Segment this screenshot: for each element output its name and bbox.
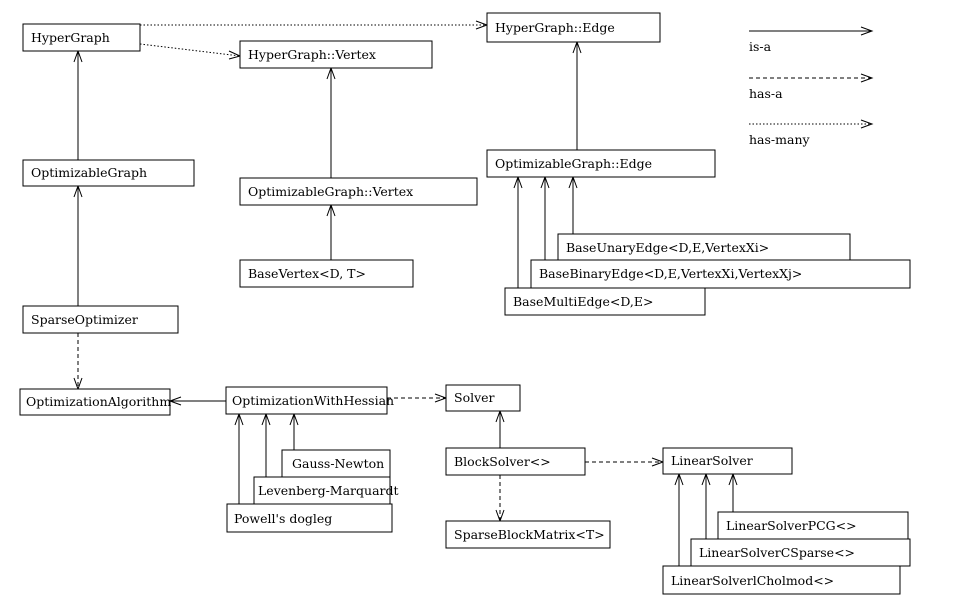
- node-label: BaseVertex<D, T>: [248, 266, 366, 281]
- node-label: BaseMultiEdge<D,E>: [513, 294, 653, 309]
- node-linear-solver-pcg[interactable]: LinearSolverPCG<>: [717, 511, 909, 540]
- node-label: OptimizableGraph: [31, 165, 147, 180]
- node-label: LinearSolverlCholmod<>: [671, 573, 834, 588]
- node-sparse-block-matrix[interactable]: SparseBlockMatrix<T>: [445, 520, 611, 549]
- node-linear-solver-cholmod[interactable]: LinearSolverlCholmod<>: [662, 565, 901, 595]
- node-label: Powell's dogleg: [234, 511, 332, 526]
- link-hypergraph-has-many-vertex: [139, 43, 241, 57]
- legend-has-a-label: has-a: [749, 86, 783, 101]
- legend: is-a has-a has-many: [749, 26, 874, 147]
- node-label: OptimizableGraph::Vertex: [248, 184, 413, 199]
- node-label: OptimizableGraph::Edge: [495, 156, 652, 171]
- node-optimizable-graph-edge[interactable]: OptimizableGraph::Edge: [486, 149, 716, 178]
- node-base-unary-edge[interactable]: BaseUnaryEdge<D,E,VertexXi>: [557, 233, 851, 262]
- node-label: HyperGraph::Edge: [495, 20, 615, 35]
- connectors: [73, 20, 738, 566]
- node-block-solver[interactable]: BlockSolver<>: [445, 447, 586, 476]
- node-linear-solver-csparse[interactable]: LinearSolverCSparse<>: [690, 538, 911, 567]
- node-label: LinearSolver: [671, 453, 753, 468]
- node-label: SparseBlockMatrix<T>: [454, 527, 605, 542]
- node-label: Gauss-Newton: [292, 456, 384, 471]
- node-gauss-newton[interactable]: Gauss-Newton: [281, 449, 391, 478]
- arrowhead: [475, 20, 489, 30]
- legend-has-many-label: has-many: [749, 132, 810, 147]
- node-label: BaseUnaryEdge<D,E,VertexXi>: [566, 240, 769, 255]
- node-optimization-algorithm[interactable]: OptimizationAlgorithm: [19, 388, 171, 416]
- node-label: Solver: [454, 390, 495, 405]
- node-hypergraph-edge[interactable]: HyperGraph::Edge: [486, 12, 661, 43]
- node-label: SparseOptimizer: [31, 312, 138, 327]
- arrowhead: [860, 119, 874, 129]
- node-optimizable-graph-vertex[interactable]: OptimizableGraph::Vertex: [239, 177, 478, 206]
- node-linear-solver[interactable]: LinearSolver: [662, 447, 793, 475]
- node-label: Levenberg-Marquardt: [258, 483, 399, 498]
- node-powells-dogleg[interactable]: Powell's dogleg: [226, 503, 393, 533]
- node-label: HyperGraph: [31, 30, 110, 45]
- node-base-binary-edge[interactable]: BaseBinaryEdge<D,E,VertexXi,VertexXj>: [530, 259, 911, 289]
- node-optimizable-graph[interactable]: OptimizableGraph: [22, 159, 195, 187]
- node-label: BaseBinaryEdge<D,E,VertexXi,VertexXj>: [539, 266, 802, 281]
- node-label: HyperGraph::Vertex: [248, 47, 376, 62]
- node-label: LinearSolverPCG<>: [726, 518, 857, 533]
- node-label: OptimizationWithHessian: [232, 393, 394, 408]
- node-label: OptimizationAlgorithm: [26, 394, 171, 409]
- node-optimization-with-hessian[interactable]: OptimizationWithHessian: [225, 386, 394, 415]
- node-label: BlockSolver<>: [454, 454, 551, 469]
- node-solver[interactable]: Solver: [445, 384, 521, 412]
- node-base-multi-edge[interactable]: BaseMultiEdge<D,E>: [504, 287, 706, 316]
- node-hypergraph[interactable]: HyperGraph: [22, 23, 141, 52]
- node-hypergraph-vertex[interactable]: HyperGraph::Vertex: [239, 40, 433, 69]
- node-sparse-optimizer[interactable]: SparseOptimizer: [22, 305, 179, 334]
- node-label: LinearSolverCSparse<>: [699, 545, 855, 560]
- node-levenberg-marquardt[interactable]: Levenberg-Marquardt: [253, 476, 399, 505]
- node-base-vertex[interactable]: BaseVertex<D, T>: [239, 259, 414, 288]
- arrowhead: [860, 73, 874, 83]
- arrowhead: [860, 26, 874, 36]
- legend-is-a-label: is-a: [749, 39, 772, 54]
